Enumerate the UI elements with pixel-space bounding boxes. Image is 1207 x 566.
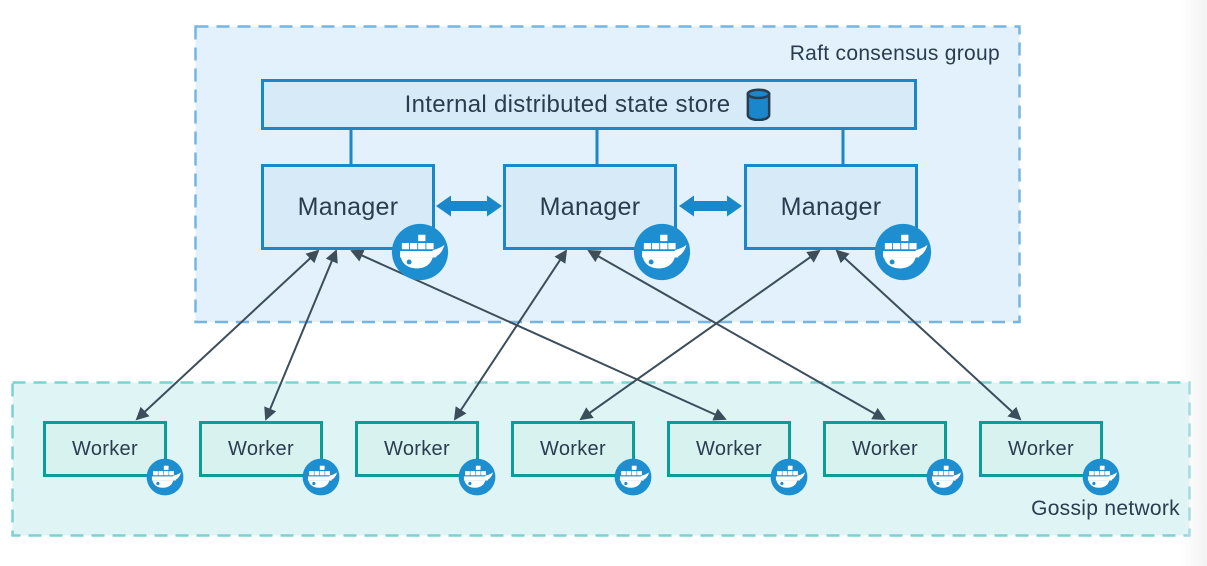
- worker-node-6: Worker: [823, 421, 947, 477]
- docker-whale-icon: [633, 223, 691, 281]
- docker-whale-icon: [874, 223, 932, 281]
- worker-node-4: Worker: [511, 421, 635, 477]
- worker-node-3: Worker: [355, 421, 479, 477]
- docker-whale-icon: [391, 223, 449, 281]
- docker-whale-icon: [926, 458, 964, 496]
- worker-node-5: Worker: [667, 421, 791, 477]
- docker-whale-icon: [302, 458, 340, 496]
- manager-peer-double-arrow: [679, 195, 742, 217]
- manager-worker-arrow: [579, 249, 821, 421]
- worker-label: Worker: [540, 437, 606, 460]
- database-icon: [747, 88, 771, 121]
- internal-state-store-label: Internal distributed state store: [404, 90, 731, 118]
- worker-label: Worker: [852, 437, 918, 460]
- docker-whale-icon: [614, 458, 652, 496]
- manager-peer-double-arrow: [436, 195, 502, 217]
- docker-whale-icon: [146, 458, 184, 496]
- manager-label: Manager: [780, 192, 882, 221]
- worker-node-1: Worker: [43, 421, 167, 477]
- manager-worker-arrow: [453, 249, 568, 421]
- manager-label: Manager: [297, 192, 399, 221]
- raft-consensus-group-label: Raft consensus group: [789, 42, 1000, 65]
- worker-label: Worker: [384, 437, 450, 460]
- worker-node-7: Worker: [979, 421, 1103, 477]
- docker-whale-icon: [458, 458, 496, 496]
- docker-whale-icon: [1082, 458, 1120, 496]
- manager-worker-arrow: [135, 249, 320, 421]
- worker-label: Worker: [696, 437, 762, 460]
- gossip-network-label: Gossip network: [1031, 497, 1180, 520]
- window-edge-shade: [1181, 0, 1207, 566]
- worker-node-2: Worker: [199, 421, 323, 477]
- internal-state-store-box: Internal distributed state store: [261, 79, 917, 130]
- docker-whale-icon: [770, 458, 808, 496]
- worker-label: Worker: [72, 437, 138, 460]
- worker-label: Worker: [228, 437, 294, 460]
- manager-worker-arrow: [264, 249, 338, 421]
- manager-label: Manager: [539, 192, 641, 221]
- worker-label: Worker: [1008, 437, 1074, 460]
